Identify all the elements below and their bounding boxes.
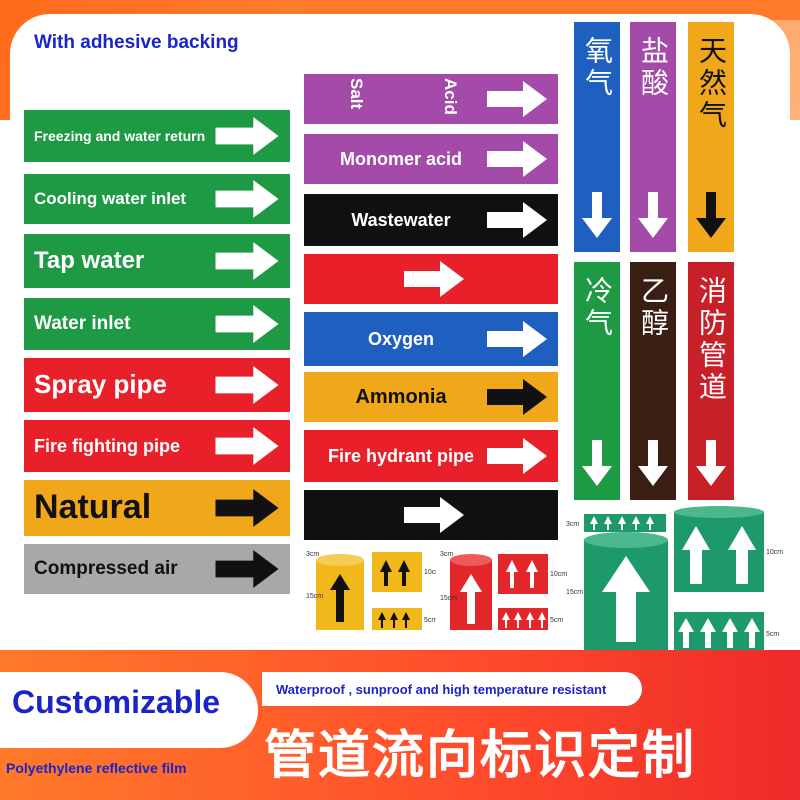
right-arrow-icon (215, 180, 279, 218)
pipe-label-strip (304, 490, 558, 540)
pipe-label-strip: Water inlet (24, 298, 290, 350)
strip-label: Tap water (34, 247, 145, 275)
vertical-strip-label: 盐酸 (637, 36, 670, 100)
adhesive-backing-heading: With adhesive backing (34, 32, 239, 53)
yellow-dim-3cm: 3cm (306, 551, 319, 558)
red-dim-10cm: 10cm (550, 571, 567, 578)
yellow-dim-15cm: 15cm (306, 593, 323, 600)
right-arrow-icon (215, 550, 279, 588)
vertical-pipe-strip: 天然气 (688, 22, 734, 252)
strip-label: Wastewater (351, 209, 451, 230)
vertical-pipe-strip: 盐酸 (630, 22, 676, 252)
down-arrow-icon (582, 192, 612, 238)
vertical-strip-label: 氧气 (581, 36, 614, 100)
right-arrow-icon (404, 261, 464, 297)
strip-label: Water inlet (34, 313, 131, 335)
red-roll-medium (498, 554, 548, 594)
vertical-pipe-strip: 氧气 (574, 22, 620, 252)
pipe-label-strip: Ammonia (304, 372, 558, 422)
acid-label: Acid (441, 78, 460, 115)
right-arrow-icon (215, 489, 279, 527)
green-dim-15cm: 15cm (566, 589, 583, 596)
vertical-pipe-strip: 乙醇 (630, 262, 676, 500)
pipe-label-strip: Spray pipe (24, 358, 290, 412)
customizable-heading: Customizable (12, 684, 221, 720)
strip-label: Oxygen (367, 328, 435, 349)
vertical-pipe-strip: 消防管道 (688, 262, 734, 500)
chinese-main-title: 管道流向标识定制 (264, 725, 697, 786)
strip-label: Cooling water inlet (34, 189, 187, 209)
red-tape-rolls-image: 3cm 10cm 15cm 5cm (440, 551, 567, 630)
pipe-label-strip (304, 254, 558, 304)
yellow-roll-medium (372, 552, 422, 592)
yellow-tape-rolls-image: 3cm 10cm 15cm 5cm (306, 551, 436, 630)
yellow-dim-10cm: 10cm (424, 569, 436, 576)
pipe-label-strip: Fire fighting pipe (24, 420, 290, 472)
red-dim-15cm: 15cm (440, 595, 457, 602)
strip-label: Ammonia (355, 385, 447, 408)
right-arrow-icon (215, 305, 279, 343)
green-roll-medium (674, 512, 764, 592)
red-dim-5cm: 5cm (550, 617, 563, 624)
pipe-label-strip: Salt Acid (304, 74, 558, 124)
waterproof-text: Waterproof , sunproof and high temperatu… (276, 681, 607, 697)
pipe-label-strip: Wastewater (304, 194, 558, 246)
right-arrow-icon (215, 366, 279, 404)
waterproof-banner: Waterproof , sunproof and high temperatu… (262, 672, 642, 706)
right-arrow-icon (487, 379, 547, 415)
right-arrow-icon (487, 202, 547, 238)
green-tape-rolls-image: 3cm 10cm 15cm 5cm (566, 506, 783, 652)
red-roll-small (498, 608, 548, 630)
green-dim-10cm: 10cm (766, 549, 783, 556)
strip-label: Natural (34, 488, 152, 527)
vertical-strip-label: 天然气 (695, 36, 728, 132)
right-arrow-icon (487, 141, 547, 177)
right-arrow-icon (487, 81, 547, 117)
strip-label: Fire hydrant pipe (327, 445, 475, 466)
green-dim-5cm: 5cm (766, 631, 779, 638)
red-dim-3cm: 3cm (440, 551, 453, 558)
right-arrow-icon (487, 321, 547, 357)
vertical-pipe-strip: 冷气 (574, 262, 620, 500)
down-arrow-icon (582, 440, 612, 486)
pipe-label-strip: Tap water (24, 234, 290, 288)
vertical-strip-label: 冷气 (581, 276, 614, 340)
right-arrow-icon (215, 242, 279, 280)
vertical-strip-label: 消防管道 (695, 276, 728, 404)
strip-label: Fire fighting pipe (34, 435, 180, 456)
salt-label: Salt (347, 78, 366, 110)
pipe-label-strip: Oxygen (304, 312, 558, 366)
pipe-label-strip: Natural (24, 480, 290, 536)
down-arrow-icon (696, 440, 726, 486)
film-material-label: Polyethylene reflective film (6, 760, 187, 776)
down-arrow-icon (696, 192, 726, 238)
green-dim-3cm: 3cm (566, 521, 579, 528)
down-arrow-icon (638, 440, 668, 486)
customizable-pill (0, 672, 258, 748)
strip-label: Freezing and water return (34, 127, 206, 144)
right-arrow-icon (215, 427, 279, 465)
down-arrow-icon (638, 192, 668, 238)
strip-label: Monomer acid (339, 148, 463, 169)
pipe-label-strip: Monomer acid (304, 134, 558, 184)
right-arrow-icon (215, 117, 279, 155)
right-arrow-icon (404, 497, 464, 533)
pipe-label-strip: Fire hydrant pipe (304, 430, 558, 482)
vertical-strip-label: 乙醇 (637, 276, 670, 340)
pipe-label-strip: Freezing and water return (24, 110, 290, 162)
right-arrow-icon (487, 438, 547, 474)
pipe-label-strip: Compressed air (24, 544, 290, 594)
strip-label: Spray pipe (34, 369, 167, 400)
strip-label: Compressed air (34, 558, 178, 580)
pipe-label-strip: Cooling water inlet (24, 174, 290, 224)
yellow-dim-5cm: 5cm (424, 617, 436, 624)
